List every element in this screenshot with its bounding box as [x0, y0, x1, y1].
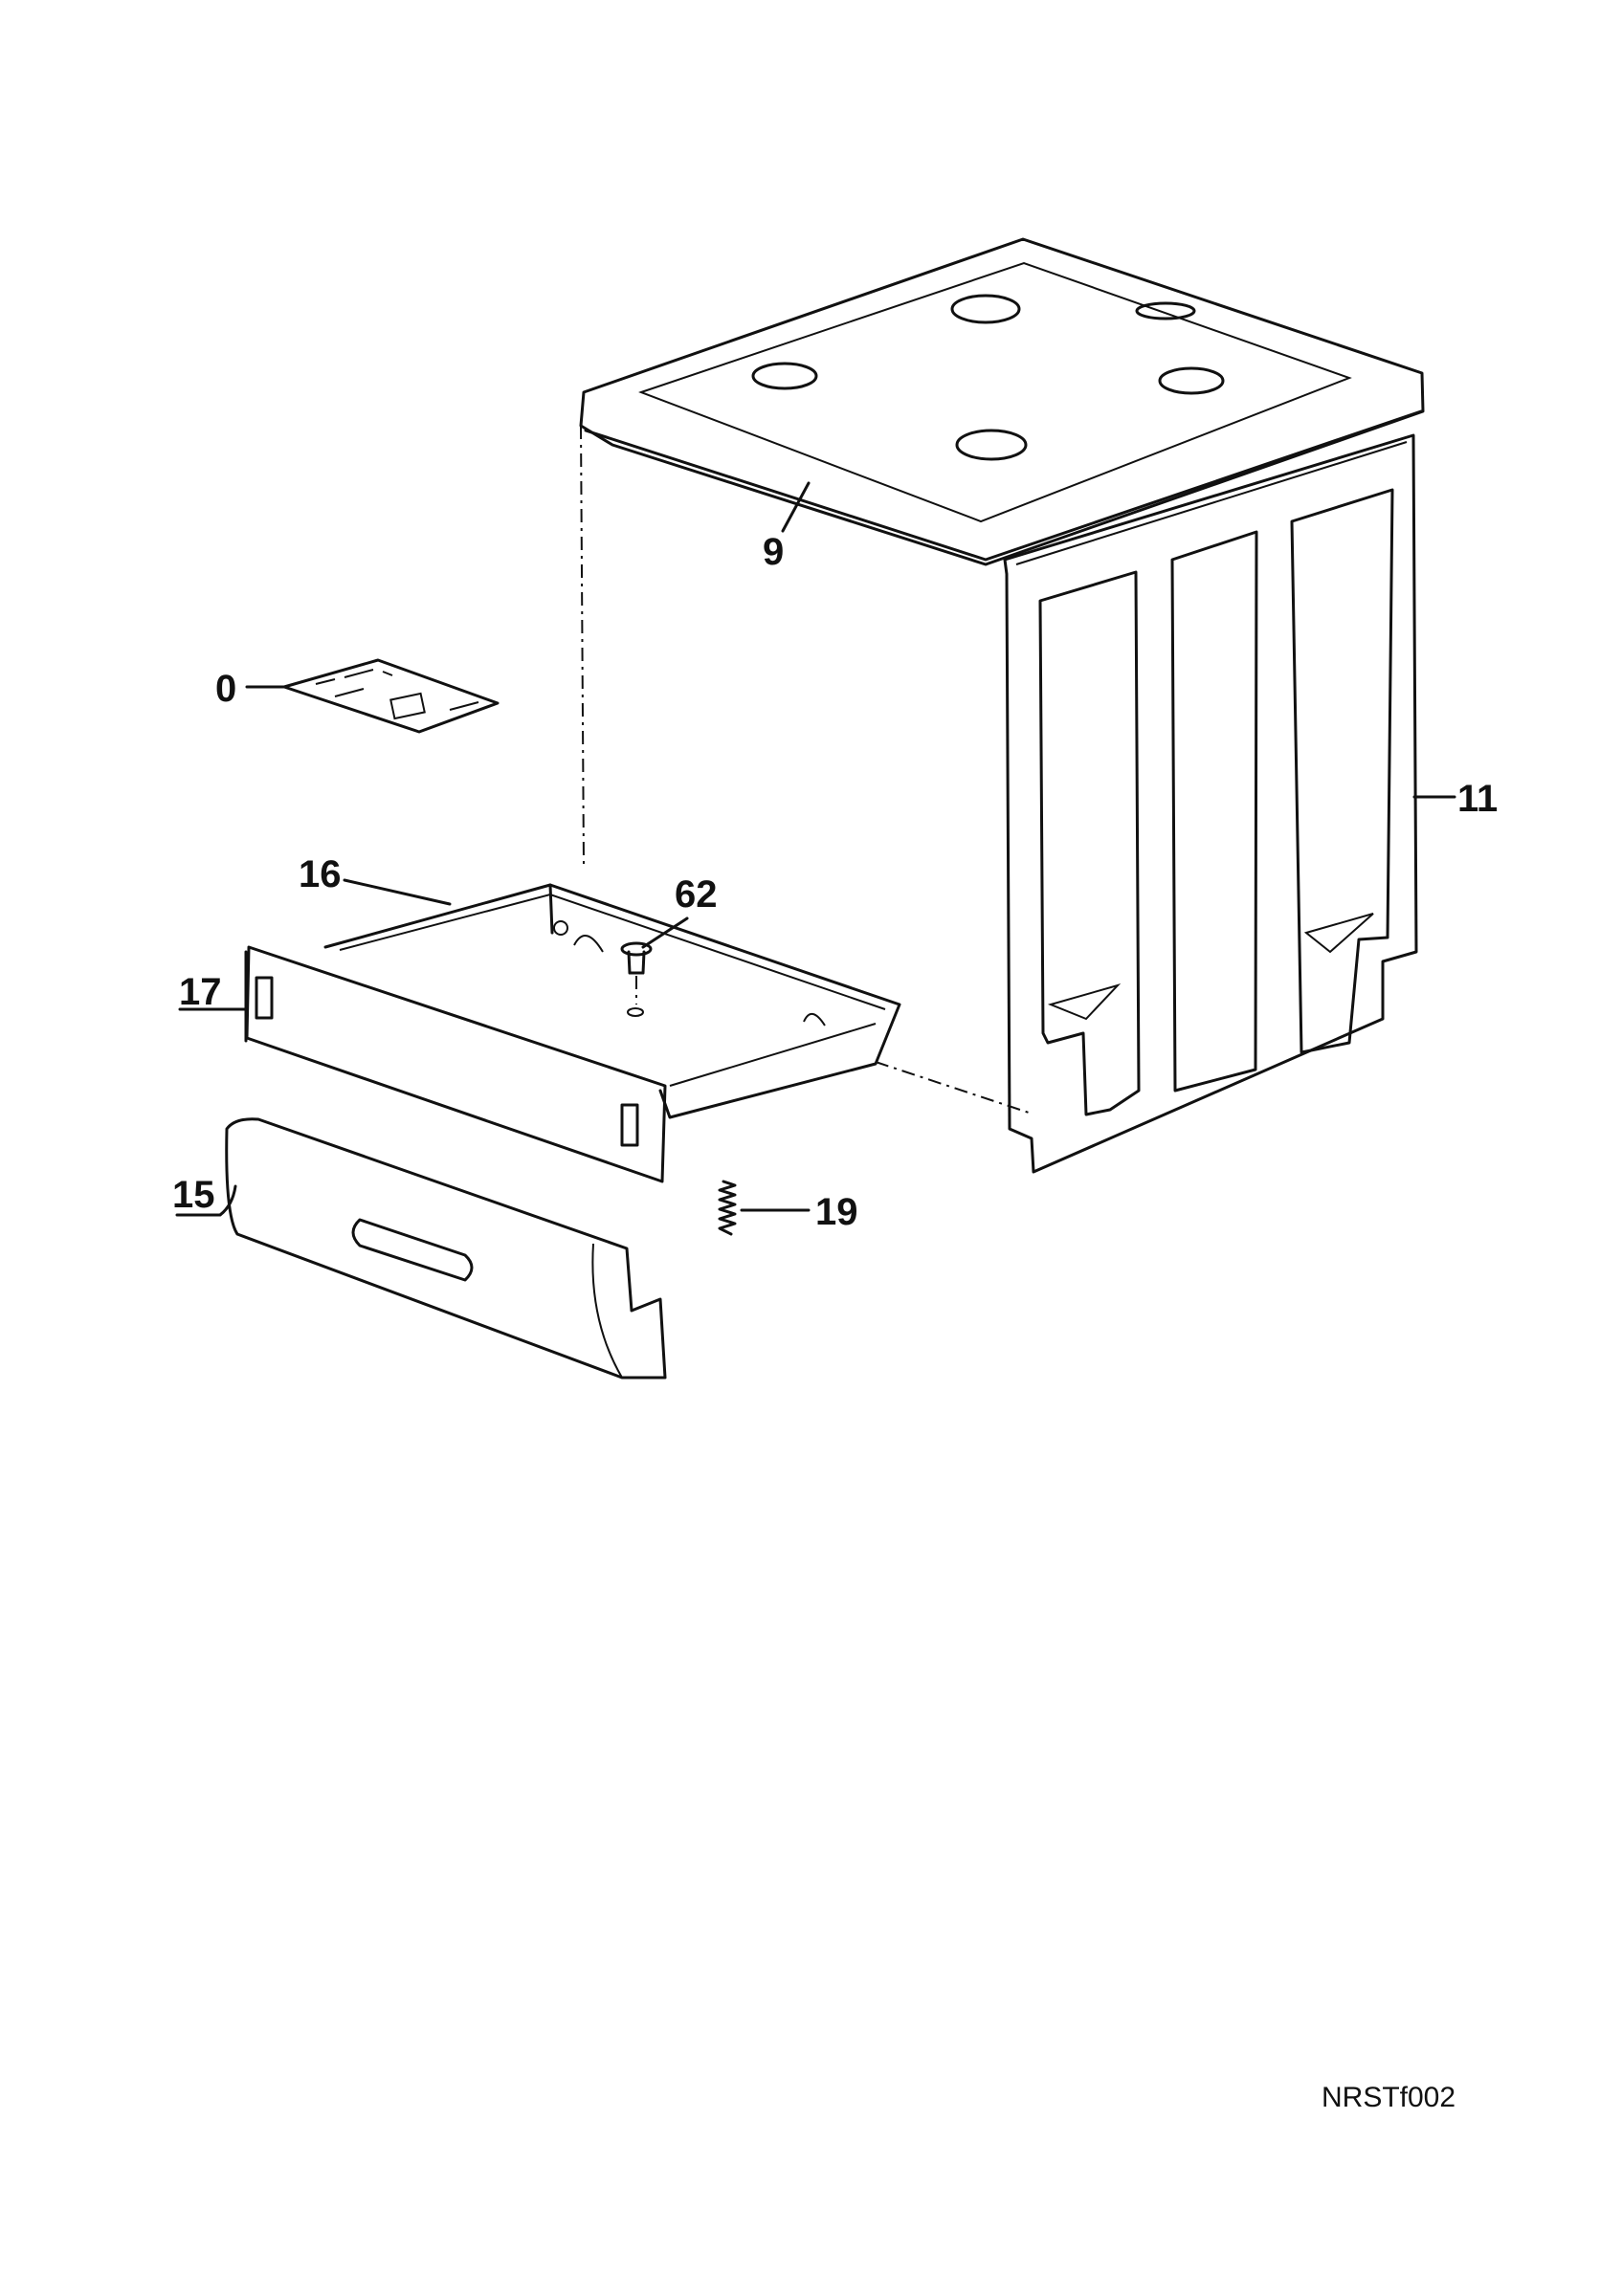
leader-15 [175, 1184, 237, 1217]
callout-19: 19 [815, 1191, 858, 1233]
part-17-drawer-front [244, 945, 667, 1183]
callout-0: 0 [215, 668, 236, 710]
drawing-code: NRSTf002 [1322, 2082, 1456, 2113]
part-62-fastener [620, 941, 653, 1017]
callout-16: 16 [299, 853, 342, 895]
leader-16 [343, 878, 452, 906]
part-0-label [282, 658, 500, 734]
part-19-spring [718, 1180, 737, 1236]
leader-9 [781, 481, 811, 533]
callout-15: 15 [172, 1174, 215, 1216]
callout-11: 11 [1457, 778, 1498, 820]
leader-lines [175, 481, 1456, 1217]
part-15-plinth [225, 1117, 667, 1380]
callout-62: 62 [675, 873, 718, 916]
part-16-drawer-tray [323, 883, 901, 1119]
part-9-cooktop [579, 237, 1425, 566]
leader-62 [641, 916, 689, 949]
callout-9: 9 [763, 531, 784, 573]
callout-17: 17 [179, 971, 222, 1013]
part-11-cabinet [580, 425, 1418, 1174]
callouts: 9 0 11 16 62 17 15 19 [172, 531, 1498, 1233]
